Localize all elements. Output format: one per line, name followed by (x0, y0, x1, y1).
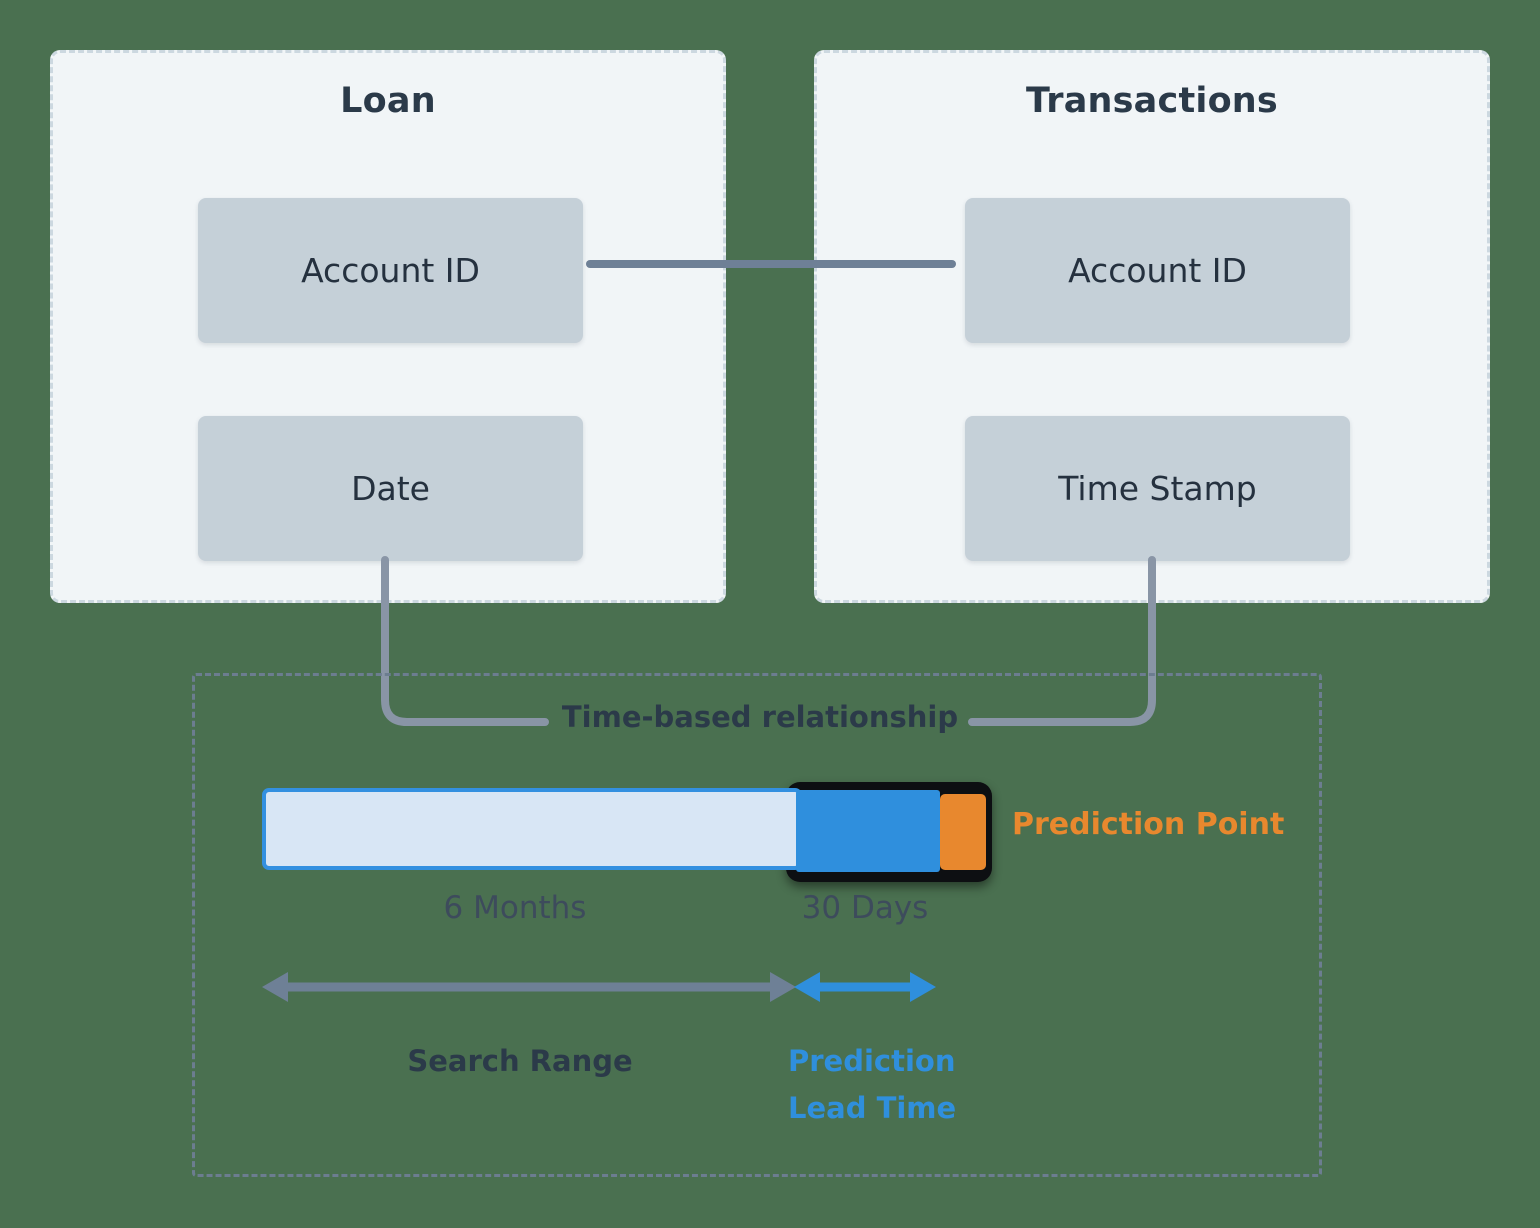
caption-search-range: Search Range (407, 1044, 633, 1078)
field-loan-account-id: Account ID (198, 198, 583, 343)
field-transactions-time-stamp: Time Stamp (965, 416, 1350, 561)
timeline-segment-search-range (262, 788, 802, 870)
entity-panel-transactions: Transactions Account ID Time Stamp (814, 50, 1490, 603)
caption-prediction-lead-time-line2: Lead Time (788, 1090, 957, 1125)
timeline-bar (262, 782, 992, 882)
field-loan-date: Date (198, 416, 583, 561)
caption-six-months: 6 Months (443, 890, 587, 926)
timeline-segment-prediction-point (940, 794, 986, 870)
field-transactions-account-id: Account ID (965, 198, 1350, 343)
caption-thirty-days: 30 Days (801, 890, 929, 926)
timeline-segment-prediction-lead-time (796, 790, 940, 872)
caption-prediction-lead-time: Prediction Lead Time (788, 1038, 1018, 1132)
entity-title-loan: Loan (340, 81, 436, 121)
timeline-region (192, 673, 1322, 1177)
caption-prediction-lead-time-line1: Prediction (788, 1044, 956, 1078)
time-based-relationship-label: Time-based relationship (561, 700, 959, 734)
prediction-point-label: Prediction Point (1012, 807, 1285, 842)
entity-title-transactions: Transactions (1026, 81, 1278, 121)
entity-panel-loan: Loan Account ID Date (50, 50, 726, 603)
